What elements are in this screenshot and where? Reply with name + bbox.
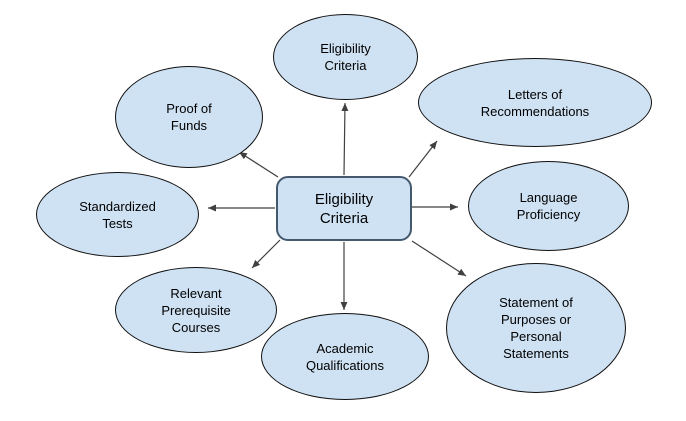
node-label: Eligibility Criteria bbox=[320, 41, 371, 73]
arrow-center-to-top bbox=[341, 102, 349, 176]
node-language-proficiency: Language Proficiency bbox=[468, 161, 629, 251]
node-label: Language Proficiency bbox=[516, 190, 581, 222]
node-relevant-prerequisite-courses: Relevant Prerequisite Courses bbox=[115, 267, 277, 353]
node-label: Statement of Purposes or Personal Statem… bbox=[499, 295, 573, 361]
arrow-center-to-top-left bbox=[238, 151, 279, 178]
node-academic-qualifications: Academic Qualifications bbox=[261, 313, 429, 400]
node-label: Academic Qualifications bbox=[305, 340, 385, 373]
center-node-eligibility-criteria: Eligibility Criteria bbox=[276, 176, 412, 241]
arrow-center-to-top-right bbox=[408, 140, 438, 178]
node-label: Standardized Tests bbox=[79, 198, 156, 231]
arrow-center-to-bottom-right bbox=[411, 240, 467, 277]
center-node-label: Eligibility Criteria bbox=[314, 190, 374, 227]
node-label: Letters of Recommendations bbox=[480, 86, 590, 119]
node-letters-of-recommendations: Letters of Recommendations bbox=[418, 58, 652, 147]
node-standardized-tests: Standardized Tests bbox=[36, 172, 199, 257]
node-label: Relevant Prerequisite Courses bbox=[161, 285, 231, 335]
node-eligibility-criteria: Eligibility Criteria bbox=[273, 14, 418, 100]
node-statement-of-purposes: Statement of Purposes or Personal Statem… bbox=[446, 263, 626, 393]
arrow-center-to-bottom-left bbox=[251, 239, 281, 269]
node-label: Proof of Funds bbox=[166, 101, 212, 133]
node-proof-of-funds: Proof of Funds bbox=[115, 66, 263, 168]
